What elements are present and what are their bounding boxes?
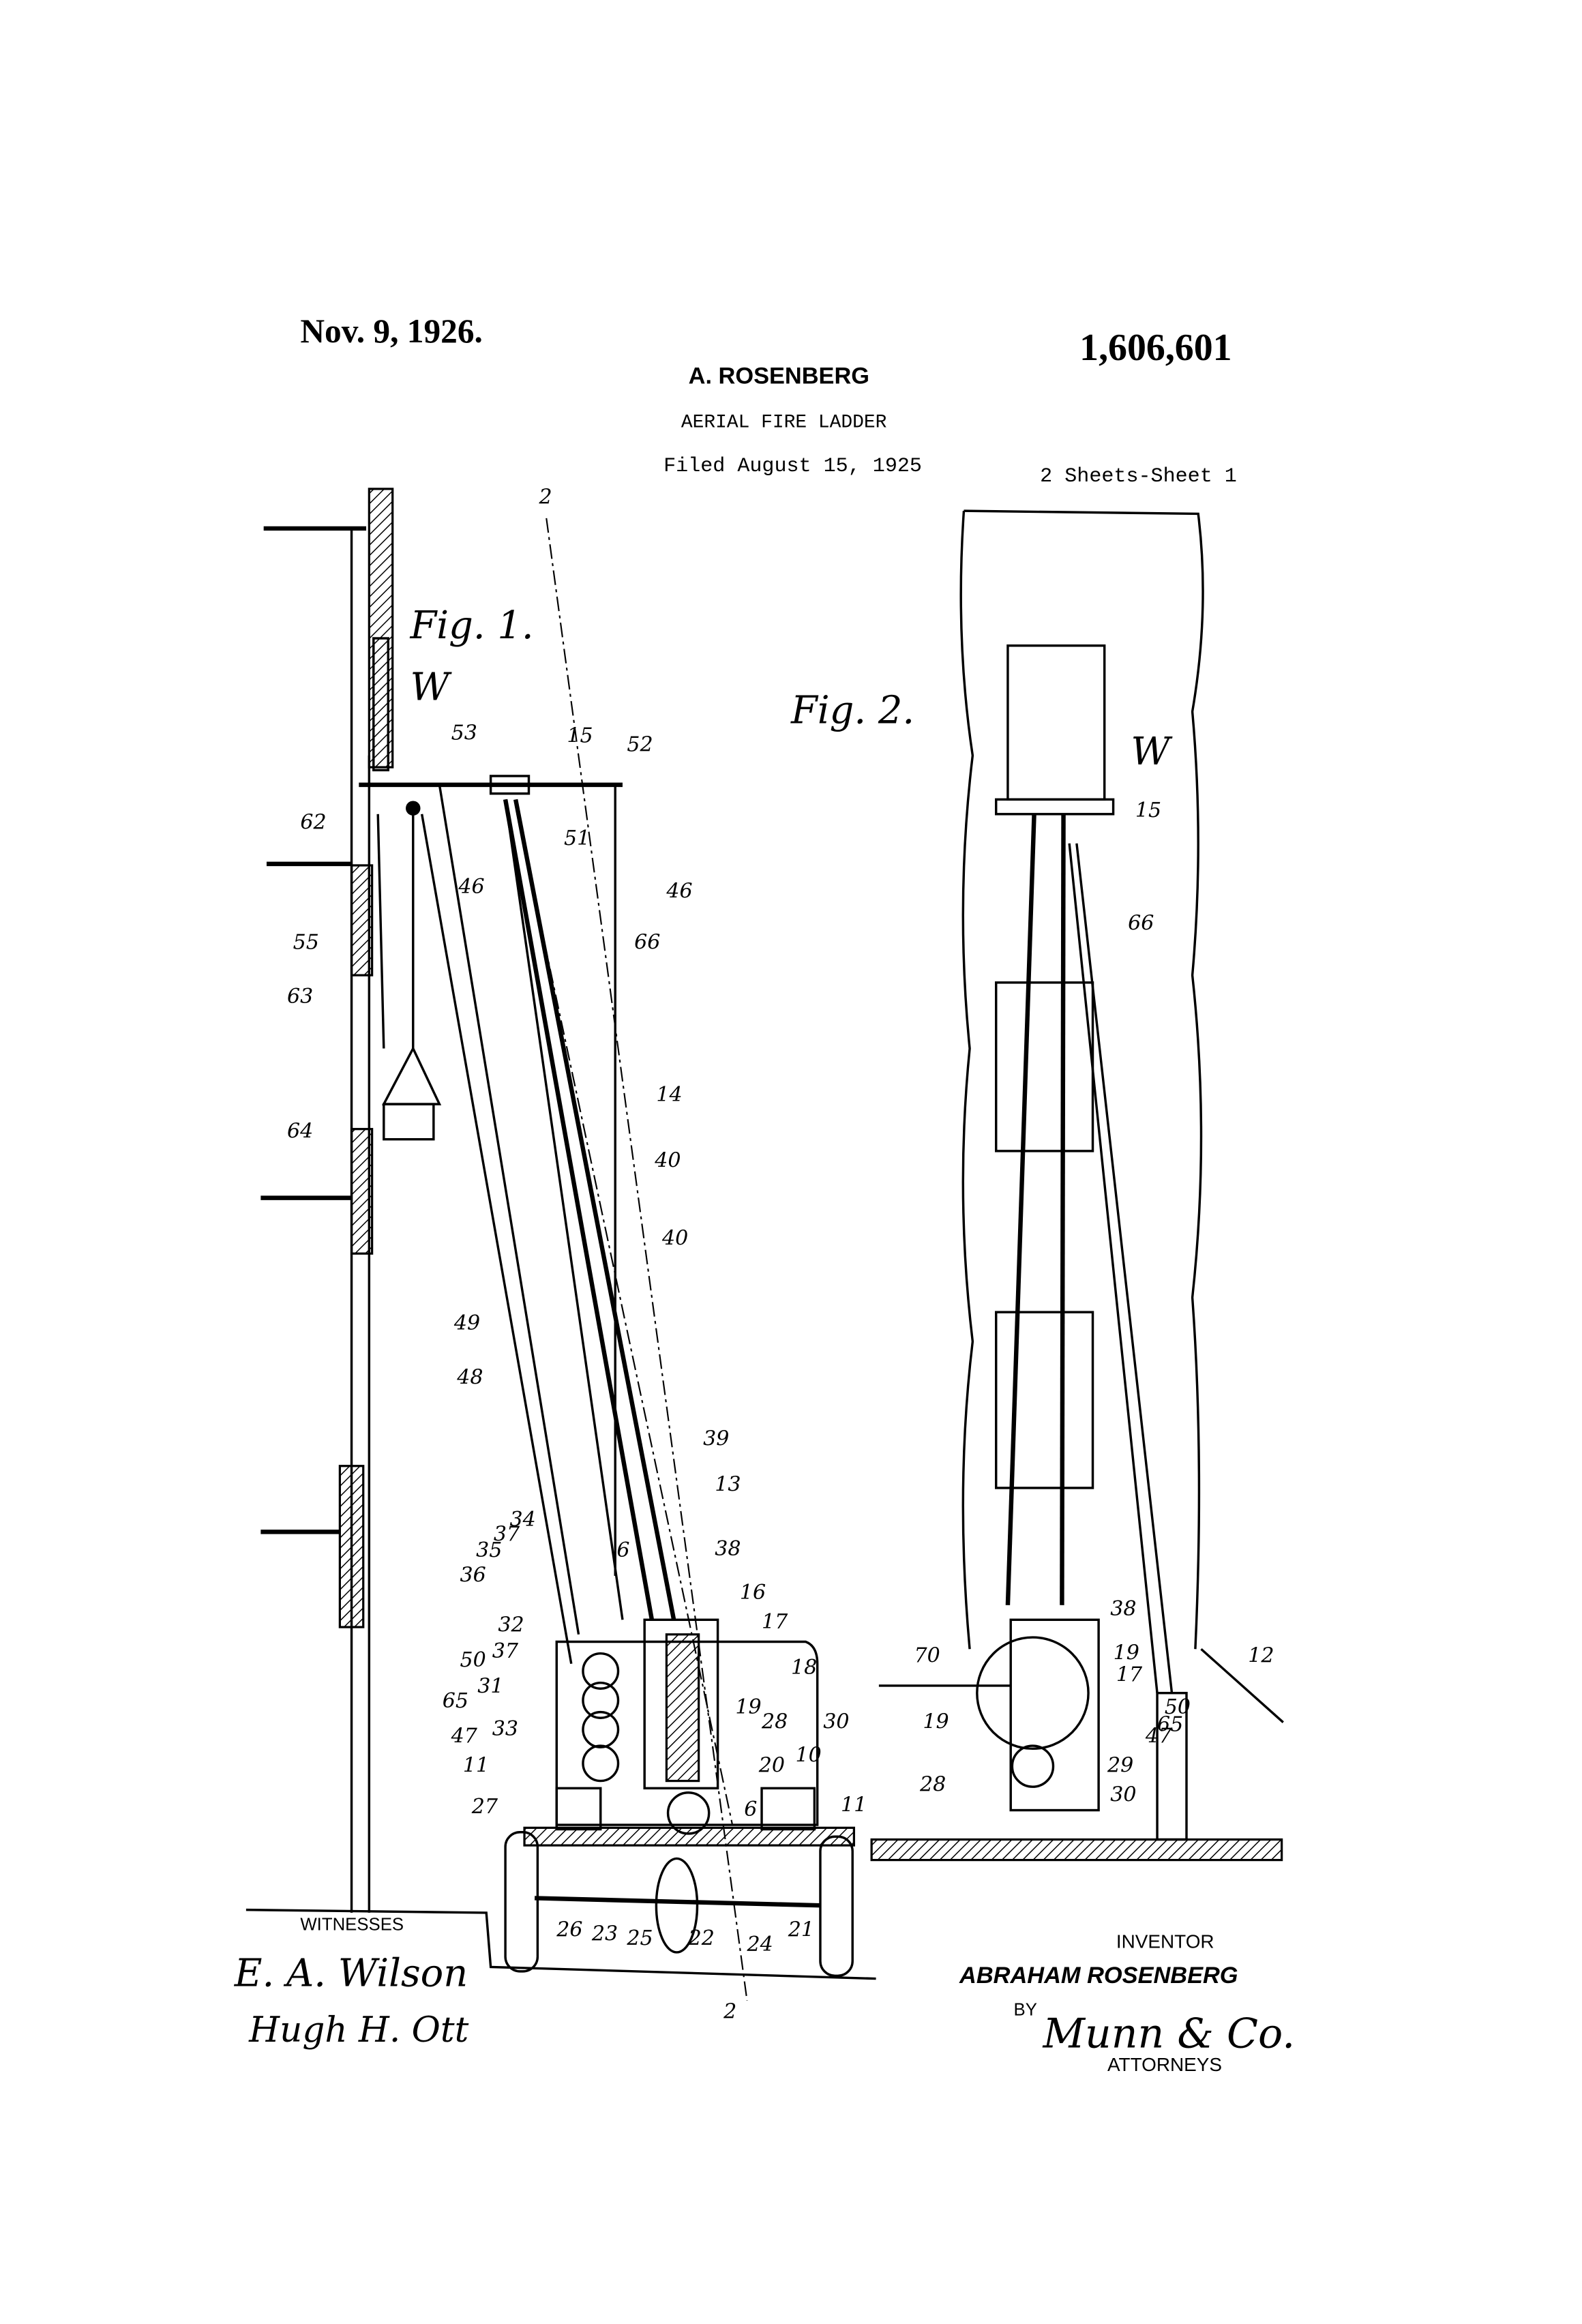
ref-numeral: 38: [1110, 1597, 1136, 1621]
filed-date: Filed August 15, 1925: [663, 455, 922, 478]
ref-numeral: 55: [293, 930, 319, 954]
truck-chassis: [871, 1840, 1281, 1860]
ref-numeral: 38: [715, 1537, 741, 1561]
ref-numeral: 14: [656, 1083, 682, 1107]
ref-numeral: 53: [451, 721, 477, 745]
ref-numeral: 17: [762, 1610, 788, 1634]
wall-label: W: [410, 665, 452, 709]
building-outline: [964, 511, 1203, 1649]
figure-1: Fig. 1. W 2 2 53 15 52 51 62 46 46 55 66…: [246, 485, 876, 2023]
figure-2-label: Fig. 2.: [790, 689, 914, 733]
ref-numeral: 17: [1116, 1663, 1143, 1687]
ref-numeral: 48: [456, 1365, 483, 1389]
ref-numeral: 12: [1248, 1644, 1274, 1668]
cable-46: [439, 785, 578, 1635]
ref-numeral: 65: [443, 1689, 468, 1713]
section-mark: 2: [723, 2000, 736, 2024]
gear-70: [977, 1637, 1088, 1748]
ref-numeral: 18: [791, 1656, 817, 1680]
ref-numeral: 28: [761, 1710, 788, 1733]
ref-numeral: 31: [477, 1675, 503, 1699]
ref-numeral: 46: [458, 875, 484, 899]
ref-numeral: 20: [758, 1754, 785, 1778]
ref-numeral: 66: [1128, 912, 1154, 936]
ref-numeral: 6: [616, 1538, 629, 1562]
patent-date: Nov. 9, 1926.: [300, 312, 483, 350]
ref-numeral: 40: [661, 1226, 688, 1250]
ref-numeral: 62: [300, 810, 326, 834]
counterweight-64: [384, 1049, 440, 1105]
ref-numeral: 19: [1114, 1641, 1139, 1665]
patent-title: AERIAL FIRE LADDER: [681, 413, 887, 434]
section-mark: 2: [539, 485, 552, 509]
ref-numeral: 36: [460, 1563, 486, 1587]
ref-numeral: 25: [626, 1926, 653, 1950]
witness-signature: Hugh H. Ott: [248, 2010, 468, 2051]
ref-numeral: 30: [1110, 1783, 1136, 1807]
witness-signature: E. A. Wilson: [234, 1951, 468, 1995]
ref-numeral: 40: [654, 1149, 681, 1173]
ref-numeral: 63: [287, 985, 313, 1009]
ref-numeral: 32: [498, 1613, 524, 1637]
ref-numeral: 13: [715, 1472, 741, 1496]
ref-numeral: 33: [492, 1717, 518, 1741]
ref-numeral: 70: [914, 1644, 940, 1668]
ref-numeral: 26: [556, 1918, 582, 1941]
ref-numeral: 11: [463, 1754, 489, 1778]
ref-numeral: 64: [287, 1120, 313, 1144]
ladder-boom: [505, 799, 674, 1620]
figure-2: Fig. 2. W 15 66 38 19 17 70 12 50 65 47 …: [790, 511, 1283, 1860]
ladder-front: [1008, 814, 1064, 1605]
ref-numeral: 47: [1145, 1725, 1172, 1748]
figure-1-label: Fig. 1.: [409, 604, 533, 648]
ref-numeral: 37: [492, 1639, 519, 1663]
ref-numeral: 66: [634, 930, 660, 954]
wheel-rear: [505, 1832, 537, 1971]
ref-numeral: 35: [476, 1538, 502, 1562]
ref-numeral: 52: [627, 732, 653, 756]
attorney-signature: Munn & Co.: [1042, 2010, 1295, 2058]
ref-numeral: 6: [744, 1798, 757, 1821]
ref-numeral: 22: [688, 1926, 715, 1950]
ref-numeral: 50: [460, 1648, 486, 1672]
ref-numeral: 28: [919, 1773, 946, 1797]
ref-numeral: 27: [471, 1795, 498, 1819]
ref-numeral: 51: [564, 826, 590, 850]
ref-numeral: 11: [841, 1793, 867, 1817]
ref-numeral: 19: [735, 1695, 761, 1719]
ref-numeral: 49: [453, 1311, 480, 1335]
inventor-signature: ABRAHAM ROSENBERG: [959, 1963, 1238, 1988]
inventor-label: INVENTOR: [1116, 1931, 1214, 1952]
sheet-count: 2 Sheets-Sheet 1: [1040, 465, 1237, 488]
by-label: BY: [1014, 2000, 1037, 2019]
ref-numeral: 24: [747, 1933, 773, 1956]
ref-numeral: 15: [1135, 799, 1161, 822]
ref-numeral: 16: [740, 1581, 766, 1605]
reference-numerals: 53 15 52 51 62 46 46 55 66 63 14 64 40 4…: [287, 721, 867, 1956]
wall-label: W: [1131, 730, 1173, 774]
wheel-front: [820, 1836, 852, 1976]
ref-numeral: 47: [451, 1725, 478, 1748]
witnesses-label: WITNESSES: [300, 1916, 404, 1935]
ref-numeral: 46: [666, 879, 692, 903]
ref-numeral: 39: [703, 1427, 729, 1451]
patent-number: 1,606,601: [1079, 327, 1232, 369]
ref-numeral: 29: [1107, 1754, 1133, 1778]
ref-numeral: 30: [823, 1710, 849, 1733]
ref-numeral: 19: [923, 1710, 949, 1733]
window-w: [1008, 646, 1105, 800]
ref-numeral: 15: [567, 724, 593, 748]
ref-numeral: 23: [591, 1922, 618, 1946]
attorneys-label: ATTORNEYS: [1107, 2054, 1222, 2075]
ref-numeral: 10: [795, 1744, 821, 1768]
inventor-name-header: A. ROSENBERG: [689, 363, 869, 389]
building-wall: [260, 489, 392, 1913]
ref-numeral: 21: [788, 1918, 814, 1941]
